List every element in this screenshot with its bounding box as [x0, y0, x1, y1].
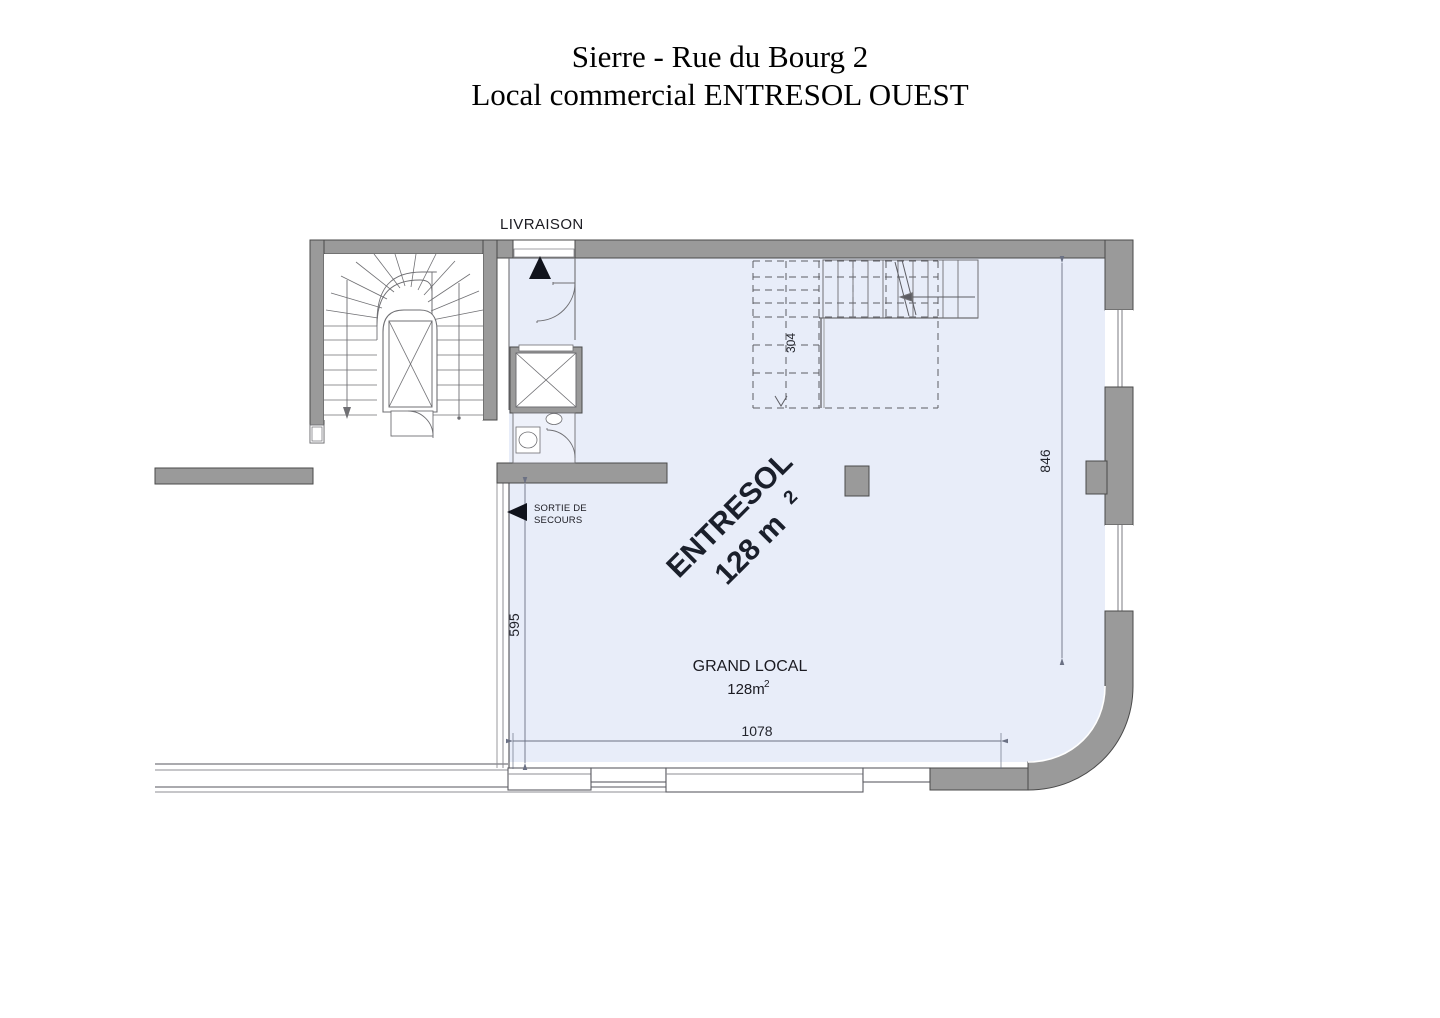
- triangle-left-icon: [507, 503, 527, 521]
- elevator-shaft: [509, 344, 583, 414]
- structural-column: [844, 465, 870, 497]
- top-exterior-wall: [496, 239, 1134, 259]
- arrow-down-icon: [343, 280, 351, 419]
- bottom-exterior-wall: [507, 767, 1029, 793]
- sortie-label-line-1: SORTIE DE: [534, 503, 587, 514]
- stairwell-structure: [309, 239, 498, 444]
- window-right-lower: [1105, 525, 1133, 611]
- dimension-label-void: 304: [784, 333, 798, 353]
- dimension-void-opening: 304: [784, 333, 798, 353]
- left-exterior-wall-stub: [154, 467, 314, 485]
- arrow-left-icon: [898, 292, 975, 302]
- wc-separating-wall: [496, 462, 668, 484]
- mezzanine-void-opening: [752, 260, 939, 409]
- dimension-height-right: 846: [1037, 255, 1065, 666]
- dimension-height-left: 595: [506, 476, 528, 771]
- grand-local-name: GRAND LOCAL: [693, 658, 808, 675]
- grand-local-area: 128m: [727, 681, 765, 698]
- floor-area-fill: [509, 258, 1105, 762]
- sortie-label-line-2: SECOURS: [534, 515, 582, 526]
- window-right-upper: [1105, 310, 1133, 387]
- dimension-label-width: 1078: [741, 723, 772, 739]
- left-interior-wall: [496, 473, 510, 768]
- triangle-up-icon: [529, 256, 551, 279]
- dimension-label-height-right: 846: [1037, 449, 1053, 473]
- dimension-label-height-left: 595: [506, 613, 522, 637]
- grand-local-area-sup: 2: [764, 679, 770, 690]
- street-edge-lines: [155, 763, 700, 793]
- wc-fixtures: [512, 412, 576, 464]
- delivery-entrance-vestibule: [508, 256, 576, 410]
- emergency-exit-marker: SORTIE DE SECOURS: [507, 503, 587, 526]
- right-exterior-wall: [1027, 239, 1134, 791]
- grand-local-label: GRAND LOCAL 128m 2: [693, 658, 808, 698]
- livraison-label: LIVRAISON: [500, 216, 584, 233]
- interior-staircase: [819, 259, 979, 408]
- dimension-width-bottom: 1078: [505, 723, 1009, 769]
